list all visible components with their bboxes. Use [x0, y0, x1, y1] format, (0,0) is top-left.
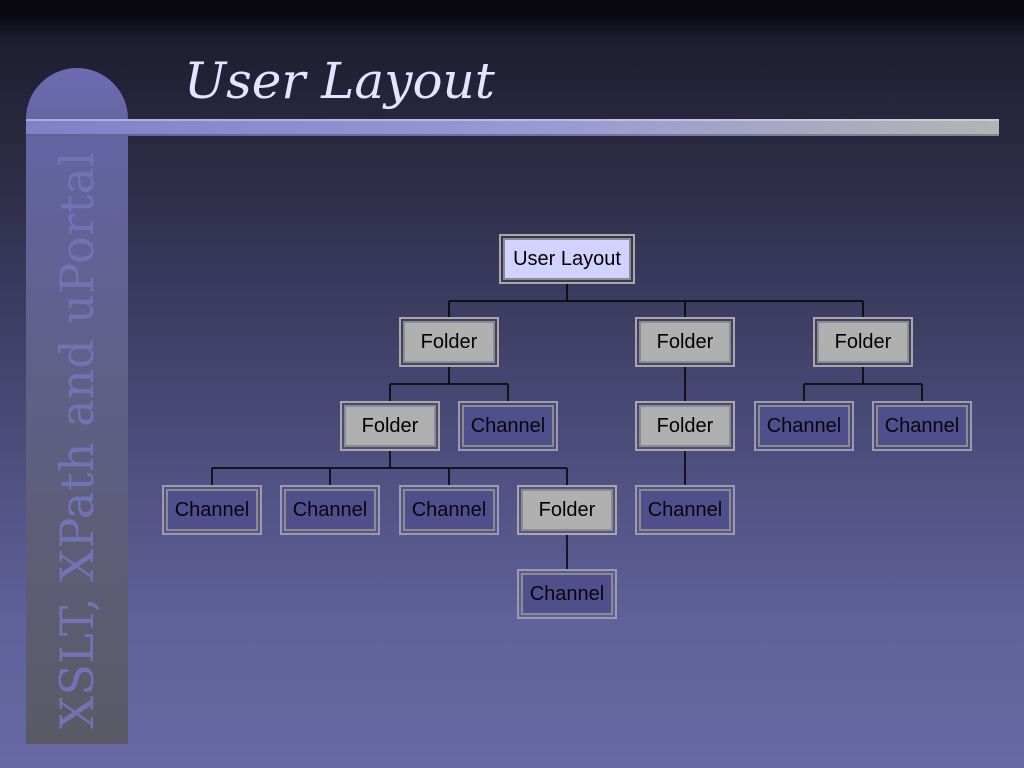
- channel-node: Channel: [517, 569, 617, 619]
- node-label: Folder: [639, 405, 731, 447]
- node-label: Channel: [403, 489, 495, 531]
- channel-node: Channel: [872, 401, 972, 451]
- node-label: Channel: [284, 489, 376, 531]
- node-label: Channel: [758, 405, 850, 447]
- node-label: Channel: [521, 573, 613, 615]
- title-rule: [26, 119, 999, 136]
- node-label: Folder: [817, 321, 909, 363]
- node-label: Channel: [876, 405, 968, 447]
- folder-node: Folder: [517, 485, 617, 535]
- node-label: Folder: [344, 405, 436, 447]
- channel-node: Channel: [280, 485, 380, 535]
- folder-node: Folder: [635, 401, 735, 451]
- node-label: Channel: [639, 489, 731, 531]
- node-label: Folder: [403, 321, 495, 363]
- node-label: User Layout: [503, 238, 631, 280]
- channel-node: Channel: [458, 401, 558, 451]
- folder-node: Folder: [340, 401, 440, 451]
- channel-node: Channel: [754, 401, 854, 451]
- node-label: Folder: [639, 321, 731, 363]
- slide-title: User Layout: [184, 52, 495, 110]
- folder-node: Folder: [635, 317, 735, 367]
- channel-node: Channel: [162, 485, 262, 535]
- root-node: User Layout: [499, 234, 635, 284]
- node-label: Folder: [521, 489, 613, 531]
- folder-node: Folder: [399, 317, 499, 367]
- sidebar-decoration: [26, 68, 128, 744]
- channel-node: Channel: [399, 485, 499, 535]
- channel-node: Channel: [635, 485, 735, 535]
- node-label: Channel: [462, 405, 554, 447]
- folder-node: Folder: [813, 317, 913, 367]
- node-label: Channel: [166, 489, 258, 531]
